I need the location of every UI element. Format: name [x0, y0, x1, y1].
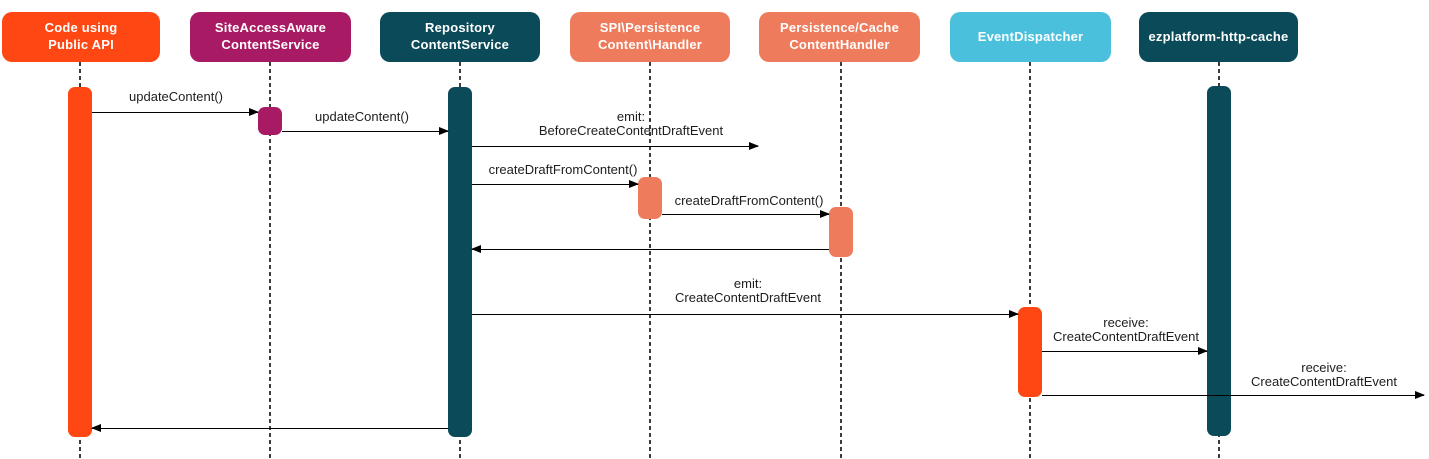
participant-event-dispatcher: EventDispatcher: [950, 12, 1111, 62]
participant-repository-content-service: Repository ContentService: [380, 12, 540, 62]
arrow-emit-create-draft: [472, 309, 1019, 318]
participant-spi-persistence-handler: SPI\Persistence Content\Handler: [570, 12, 730, 62]
arrow-receive-offscreen: [1042, 390, 1425, 399]
arrow-create-draft-1: [472, 179, 639, 188]
message-label-receive-http-cache: receive: CreateContentDraftEvent: [1053, 315, 1199, 344]
arrow-update-content-2: [282, 126, 449, 135]
participant-ezplatform-http-cache: ezplatform-http-cache: [1139, 12, 1298, 62]
lifeline-saa-content-service: [269, 62, 271, 459]
lifeline-spi-persistence-handler: [649, 62, 651, 459]
arrow-create-draft-2: [662, 209, 830, 218]
activation-repository-content-service: [448, 87, 472, 437]
participant-persistence-cache-handler: Persistence/Cache ContentHandler: [759, 12, 920, 62]
arrow-return-to-repository: [471, 244, 829, 253]
activation-ezplatform-http-cache: [1207, 86, 1231, 436]
participant-saa-content-service: SiteAccessAware ContentService: [190, 12, 351, 62]
activation-spi-persistence-handler: [638, 177, 662, 219]
arrow-receive-http-cache: [1042, 346, 1208, 355]
activation-saa-content-service: [258, 107, 282, 135]
message-label-emit-before-create-draft: emit: BeforeCreateContentDraftEvent: [538, 109, 724, 138]
message-label-update-content-2: updateContent(): [315, 109, 409, 124]
message-label-receive-offscreen: receive: CreateContentDraftEvent: [1251, 360, 1397, 389]
arrow-return-to-public-api: [91, 423, 448, 432]
activation-event-dispatcher: [1018, 307, 1042, 397]
activation-persistence-cache-handler: [829, 207, 853, 257]
arrow-update-content-1: [92, 107, 259, 116]
message-label-create-draft-2: createDraftFromContent(): [674, 193, 824, 208]
lifeline-persistence-cache-handler: [840, 62, 842, 459]
lifeline-event-dispatcher: [1029, 62, 1031, 459]
activation-public-api: [68, 87, 92, 437]
arrow-emit-before-create-draft: [472, 141, 759, 150]
participant-public-api: Code using Public API: [2, 12, 160, 62]
message-label-create-draft-1: createDraftFromContent(): [488, 162, 638, 177]
message-label-emit-create-draft: emit: CreateContentDraftEvent: [675, 276, 821, 305]
message-label-update-content-1: updateContent(): [129, 89, 223, 104]
